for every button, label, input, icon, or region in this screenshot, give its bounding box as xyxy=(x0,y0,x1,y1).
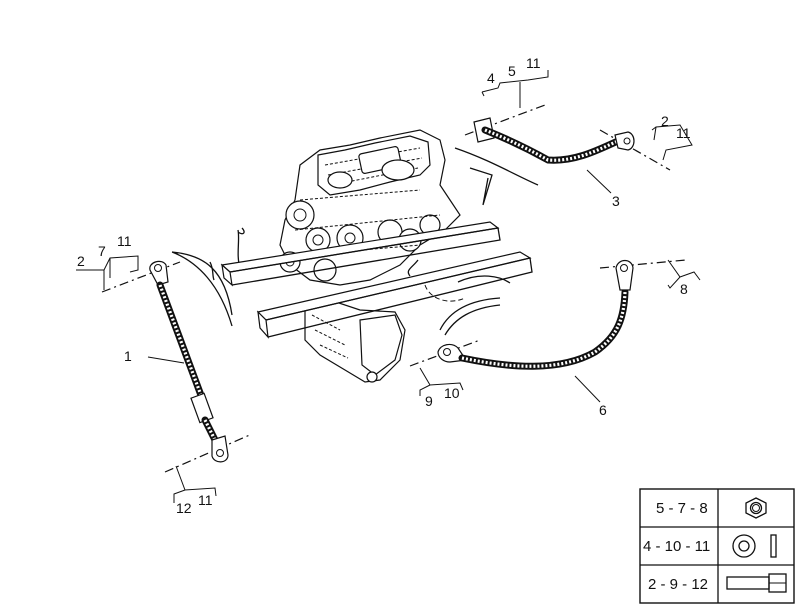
ground-cable-6 xyxy=(409,259,687,370)
callout-3: 3 xyxy=(612,193,620,209)
callout-6: 6 xyxy=(599,402,607,418)
callout-4: 4 xyxy=(487,70,495,86)
legend-row-1-label: 5 - 7 - 8 xyxy=(656,500,708,517)
chassis-rails xyxy=(220,221,533,339)
leader-lines xyxy=(76,70,701,503)
callout-11-right: 11 xyxy=(676,125,691,141)
callout-5: 5 xyxy=(508,63,516,79)
callout-11-top: 11 xyxy=(526,55,541,71)
hardware-legend: 5 - 7 - 8 4 - 10 - 11 2 - 9 - 12 xyxy=(639,488,795,604)
legend-row-2-label: 4 - 10 - 11 xyxy=(643,538,710,555)
callout-9: 9 xyxy=(425,393,433,409)
callout-10: 10 xyxy=(444,385,460,401)
callout-numbers: 1 2 7 11 4 5 11 2 11 3 8 6 9 10 12 11 xyxy=(77,55,691,516)
callout-11-left: 11 xyxy=(117,233,132,249)
legend-row-3-label: 2 - 9 - 12 xyxy=(648,576,708,593)
callout-11-bottom: 11 xyxy=(198,492,213,508)
ground-cable-3 xyxy=(464,104,671,171)
nut-icon xyxy=(745,497,767,519)
engine-assembly xyxy=(237,129,466,383)
callout-8: 8 xyxy=(680,281,688,297)
bolt-icon xyxy=(726,573,787,593)
callout-12: 12 xyxy=(176,500,192,516)
body-panel-arcs xyxy=(171,147,539,336)
callout-2-right: 2 xyxy=(661,113,669,129)
callout-2-left: 2 xyxy=(77,253,85,269)
callout-7: 7 xyxy=(98,243,106,259)
ground-cable-1 xyxy=(101,260,253,473)
washer-icon xyxy=(732,534,777,558)
callout-1: 1 xyxy=(124,348,132,364)
